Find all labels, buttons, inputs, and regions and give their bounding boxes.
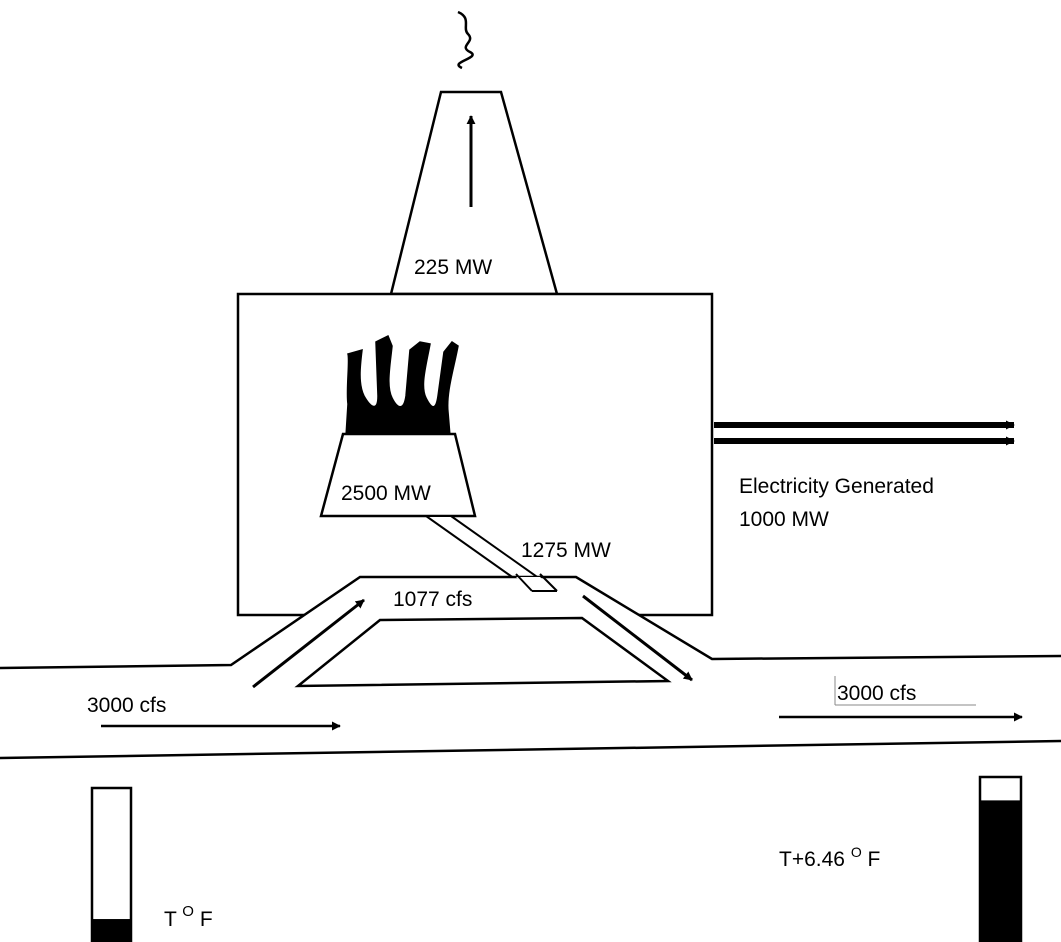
reactor-heat-label: 2500 MW [341, 482, 431, 505]
downstream-temp-suffix: F [868, 848, 881, 871]
intake-arrow [252, 598, 365, 689]
downstream-temp-label: T+6.46 O F [779, 839, 880, 871]
condenser-channel-tip-left [515, 573, 533, 592]
reactor-trapezoid [319, 432, 477, 518]
downstream-thermometer-fill [980, 800, 1021, 942]
condenser-heat-label: 1275 MW [521, 539, 611, 562]
downstream-temp-base: T+6.46 [779, 848, 845, 871]
upstream-temp-degree: O [182, 903, 194, 920]
smoke-squiggle [457, 10, 474, 70]
loop-island [294, 616, 672, 688]
downstream-flow-label: 3000 cfs [837, 682, 916, 705]
upstream-temp-suffix: F [200, 908, 213, 931]
electricity-label-line2: 1000 MW [739, 508, 829, 531]
upstream-temp-base: T [164, 908, 182, 931]
discharge-arrow [582, 594, 693, 682]
condenser-channel-tip-right [539, 573, 558, 592]
downstream-flow-box [834, 676, 976, 706]
diverted-flow-label: 1077 cfs [393, 588, 472, 611]
river-lower-bank [0, 739, 1061, 760]
upstream-flow-label: 3000 cfs [87, 694, 166, 717]
upstream-temp-label: T O F [164, 898, 213, 931]
condenser-channel-tip [516, 577, 557, 591]
downstream-temp-degree: O [851, 844, 862, 860]
electricity-label-line1: Electricity Generated [739, 475, 934, 498]
reactor-flames-icon [345, 334, 459, 437]
upstream-thermometer-fill [92, 919, 131, 942]
upstream-thermometer [90, 786, 133, 942]
river-upper-bank [0, 575, 1061, 670]
plant-building [236, 292, 714, 617]
stack-heat-label: 225 MW [414, 256, 492, 279]
